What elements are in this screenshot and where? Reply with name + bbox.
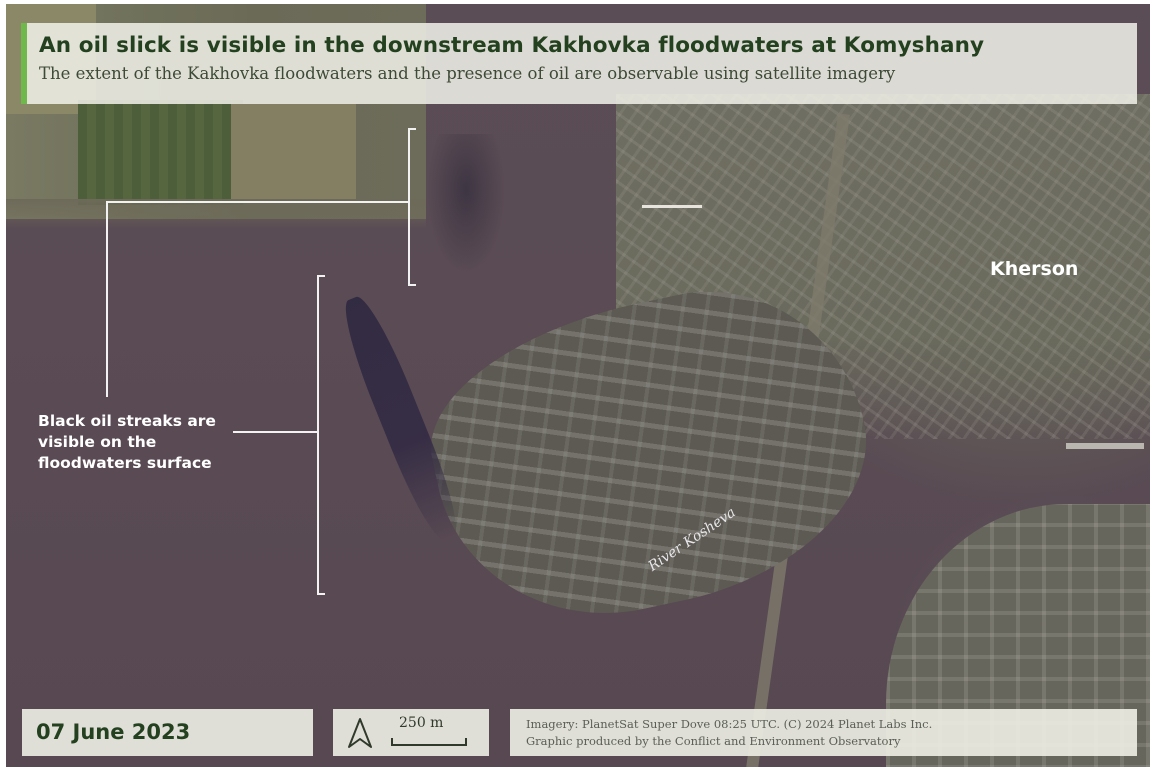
- scale-panel: 250 m: [333, 709, 489, 756]
- bracket-upper-connector: [106, 201, 409, 203]
- oil-slick-upper: [426, 134, 506, 274]
- bracket-lower-connector: [233, 431, 318, 433]
- bridge: [642, 205, 702, 208]
- credits-panel: Imagery: PlanetSat Super Dove 08:25 UTC.…: [510, 709, 1137, 756]
- bracket-lower-vertical: [317, 275, 319, 595]
- page-subtitle: The extent of the Kakhovka floodwaters a…: [39, 64, 896, 83]
- title-panel: An oil slick is visible in the downstrea…: [21, 23, 1137, 104]
- field-patch: [78, 100, 243, 205]
- field-patch: [231, 104, 356, 199]
- graphic-credit: Graphic produced by the Conflict and Env…: [526, 734, 901, 748]
- satellite-map: [6, 4, 1150, 767]
- north-arrow-icon: [348, 718, 372, 748]
- bracket-upper-tick-top: [408, 128, 416, 130]
- bridge: [1066, 443, 1144, 449]
- date-panel: 07 June 2023: [22, 709, 313, 756]
- bracket-upper-vertical: [408, 128, 410, 286]
- shoreline: [6, 199, 426, 229]
- scale-label: 250 m: [399, 715, 444, 731]
- bracket-upper-tick-bottom: [408, 284, 416, 286]
- image-date: 07 June 2023: [36, 720, 191, 744]
- scale-bar: [391, 738, 467, 746]
- oil-streak-annotation: Black oil streaks are visible on the flo…: [38, 412, 216, 472]
- bracket-lower-tick-bottom: [317, 593, 325, 595]
- page-title: An oil slick is visible in the downstrea…: [39, 33, 985, 58]
- bracket-left-drop: [106, 201, 108, 397]
- city-label-kherson: Kherson: [990, 258, 1079, 280]
- bracket-lower-tick-top: [317, 275, 325, 277]
- imagery-credit: Imagery: PlanetSat Super Dove 08:25 UTC.…: [526, 717, 933, 731]
